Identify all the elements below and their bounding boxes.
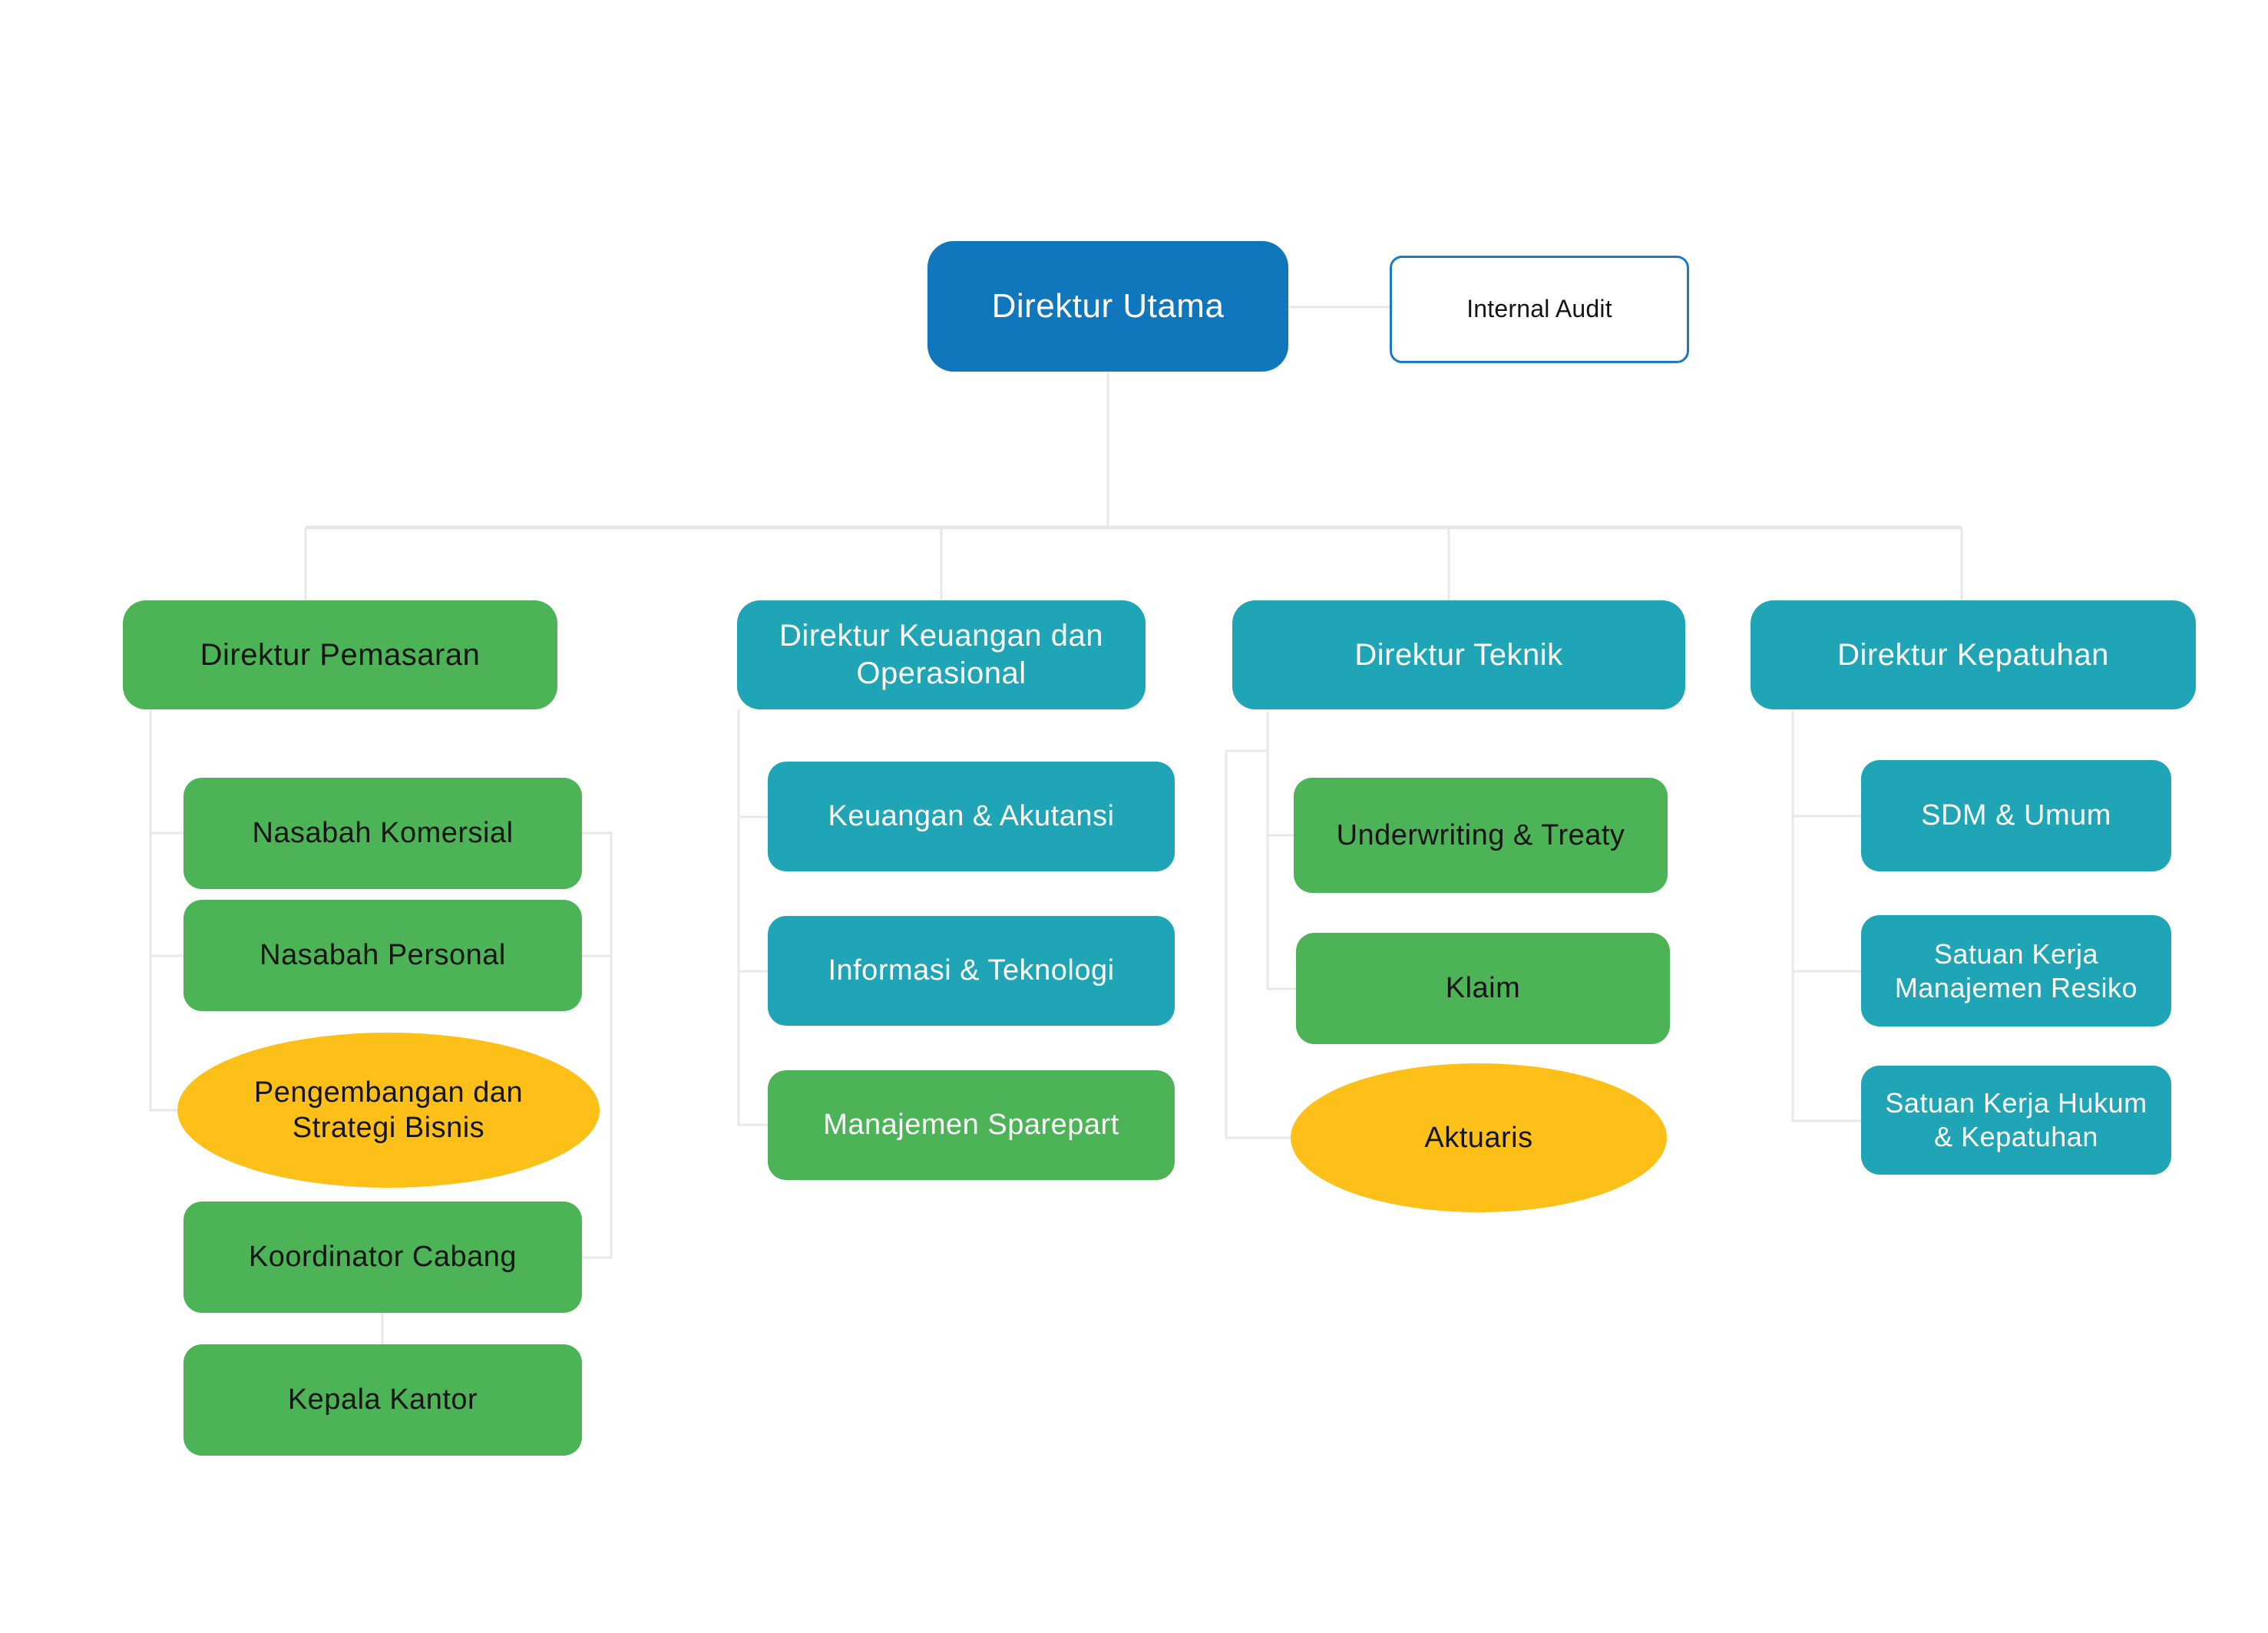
node-label: Aktuaris <box>1424 1121 1533 1154</box>
node-label: Pengembangan dan Strategi Bisnis <box>253 1076 524 1144</box>
node-underwriting-treaty: Underwriting & Treaty <box>1294 778 1668 893</box>
node-label: Direktur Teknik <box>1354 637 1563 672</box>
node-kepala-kantor: Kepala Kantor <box>183 1344 582 1456</box>
node-direktur-pemasaran: Direktur Pemasaran <box>123 600 557 709</box>
node-label: Koordinator Cabang <box>248 1241 517 1274</box>
node-direktur-keuangan-operasional: Direktur Keuangan dan Operasional <box>737 600 1146 709</box>
connector-b3-inner-bracket <box>1266 712 1296 990</box>
node-satuan-kerja-manajemen-resiko: Satuan Kerja Manajemen Resiko <box>1861 915 2171 1026</box>
node-aktuaris: Aktuaris <box>1291 1063 1667 1212</box>
node-keuangan-akutansi: Keuangan & Akutansi <box>768 762 1175 871</box>
connector-b1-left-bracket <box>149 709 177 1112</box>
node-label: Manajemen Sparepart <box>823 1109 1119 1142</box>
node-direktur-teknik: Direktur Teknik <box>1232 600 1685 709</box>
node-label: Direktur Utama <box>991 287 1225 326</box>
node-label: Direktur Kepatuhan <box>1837 637 2109 672</box>
node-nasabah-komersial: Nasabah Komersial <box>183 778 582 889</box>
node-label: Direktur Keuangan dan Operasional <box>779 619 1103 690</box>
node-label: Satuan Kerja Manajemen Resiko <box>1894 937 2138 1003</box>
connector-b1-right-bracket <box>582 831 613 1259</box>
node-manajemen-sparepart: Manajemen Sparepart <box>768 1070 1175 1180</box>
node-label: Nasabah Personal <box>260 939 506 972</box>
connector-b2-bracket <box>737 709 768 1126</box>
node-label: Nasabah Komersial <box>252 817 514 850</box>
node-label: Satuan Kerja Hukum & Kepatuhan <box>1885 1087 2147 1152</box>
node-direktur-kepatuhan: Direktur Kepatuhan <box>1751 600 2196 709</box>
node-sdm-umum: SDM & Umum <box>1861 760 2171 871</box>
node-pengembangan-strategi-bisnis: Pengembangan dan Strategi Bisnis <box>177 1033 600 1188</box>
node-internal-audit: Internal Audit <box>1390 256 1689 363</box>
node-koordinator-cabang: Koordinator Cabang <box>183 1202 582 1313</box>
node-direktur-utama: Direktur Utama <box>927 241 1288 372</box>
node-satuan-kerja-hukum-kepatuhan: Satuan Kerja Hukum & Kepatuhan <box>1861 1066 2171 1175</box>
node-label: Klaim <box>1445 972 1521 1005</box>
connector-b4-bracket <box>1791 710 1861 1122</box>
node-label: Direktur Pemasaran <box>200 637 481 672</box>
node-label: Informasi & Teknologi <box>828 954 1115 987</box>
connector-b3-outer-bracket <box>1225 749 1291 1139</box>
node-nasabah-personal: Nasabah Personal <box>183 900 582 1011</box>
node-klaim: Klaim <box>1296 933 1670 1044</box>
node-informasi-teknologi: Informasi & Teknologi <box>768 916 1175 1026</box>
node-label: Internal Audit <box>1466 295 1612 323</box>
node-label: Keuangan & Akutansi <box>828 800 1115 833</box>
node-label: Kepala Kantor <box>287 1383 478 1416</box>
node-label: Underwriting & Treaty <box>1336 818 1625 851</box>
node-label: SDM & Umum <box>1921 799 2111 832</box>
